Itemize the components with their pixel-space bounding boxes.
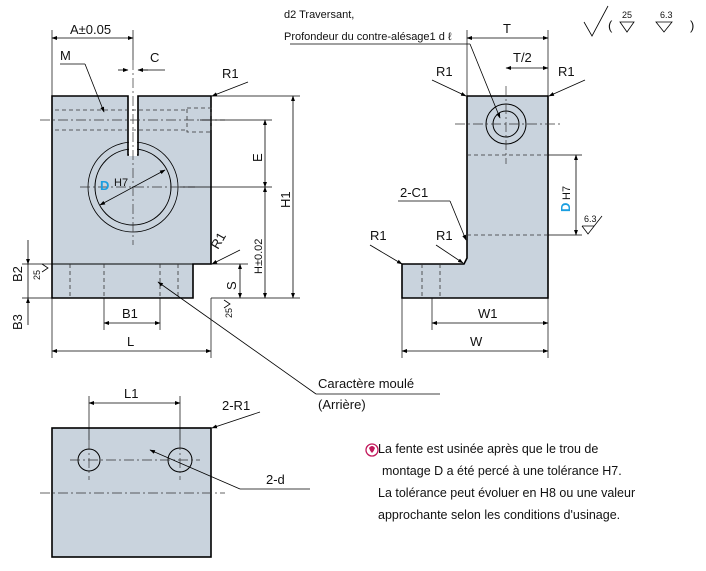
b3-label: B3: [10, 314, 25, 330]
l-label: L: [127, 334, 134, 349]
cast-label: Caractère moulé: [318, 376, 414, 391]
note-line-2: montage D a été percé à une tolérance H7…: [382, 464, 622, 478]
note-icon: [365, 443, 379, 457]
front-view: D H7 A±0.05 M C R1 E H1 H±0.02 S: [10, 22, 300, 358]
l1-label: L1: [124, 386, 138, 401]
w-label: W: [470, 334, 483, 349]
note-line-1: La fente est usinée après que le trou de: [378, 442, 599, 456]
chamfer-label: 2-C1: [400, 185, 428, 200]
c-label: C: [150, 50, 159, 65]
surface-roughness-symbol: ( 25 6.3 ): [583, 5, 694, 37]
svg-text:): ): [690, 18, 694, 33]
rough-b2-label: 25: [32, 270, 42, 280]
svg-text:(: (: [608, 18, 613, 33]
d-side-tolerance-label: H7: [561, 186, 573, 200]
d2-through-label: d2 Traversant,: [284, 9, 354, 21]
t-half-label: T/2: [513, 50, 532, 65]
rough-side-label: 6.3: [584, 214, 597, 224]
b2-label: B2: [10, 266, 25, 282]
r1-side-right-label: R1: [558, 64, 575, 79]
side-view-body: [401, 95, 549, 299]
a-label: A±0.05: [70, 22, 111, 37]
d-label: D: [100, 178, 109, 193]
r1-side-foot-label: R1: [370, 228, 387, 243]
r1-inner-label: R1: [208, 230, 229, 252]
corner-radius-label: 2-R1: [222, 398, 250, 413]
rough-63-label: 6.3: [660, 10, 673, 20]
back-label: (Arrière): [318, 397, 366, 412]
side-view: T T/2 d2 Traversant, Profondeur du contr…: [284, 9, 603, 358]
t-label: T: [503, 21, 511, 36]
e-label: E: [250, 153, 265, 162]
counterbore-depth-label: Profondeur du contre-alésage1 d ℓ: [284, 31, 452, 43]
bottom-view-body: [51, 427, 212, 558]
s-label: S: [224, 281, 239, 290]
m-label: M: [60, 48, 71, 63]
r1-top-label: R1: [222, 66, 239, 81]
hole-count-label: 2-d: [266, 472, 285, 487]
note-line-3: La tolérance peut évoluer en H8 ou une v…: [378, 486, 636, 500]
bottom-view: L1 2-R1 2-d Caractère moulé (Arrière): [40, 281, 440, 558]
b1-label: B1: [122, 306, 138, 321]
h-label: H±0.02: [253, 239, 265, 274]
w1-label: W1: [478, 306, 498, 321]
r1-side-left-label: R1: [436, 64, 453, 79]
d-tolerance-label: H7: [114, 177, 128, 189]
note-line-4: approchante selon les conditions d'usina…: [378, 508, 621, 522]
h1-label: H1: [278, 191, 293, 208]
r1-side-inner-label: R1: [436, 228, 453, 243]
rough-s-label: 25: [224, 308, 234, 318]
d-side-label: D: [558, 203, 573, 212]
rough-25-label: 25: [622, 10, 632, 20]
